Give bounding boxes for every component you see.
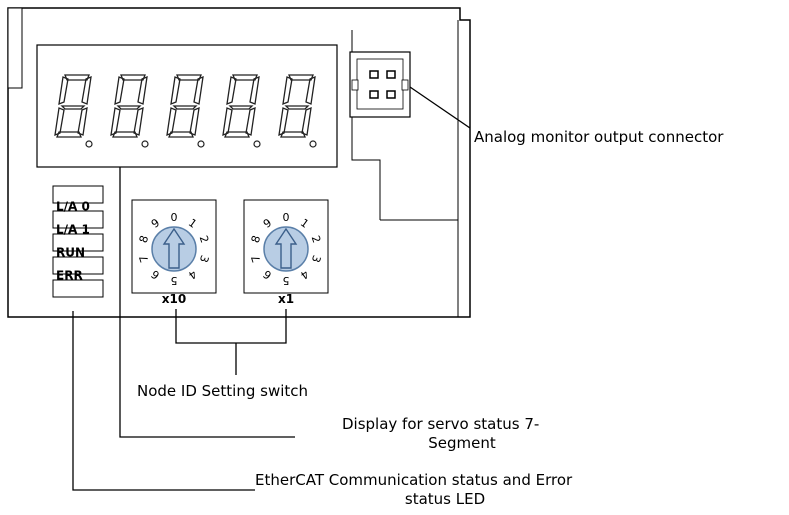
analog-monitor-connector <box>349 51 411 118</box>
seven-segment-digit <box>166 74 205 148</box>
segment <box>60 105 86 110</box>
segment <box>133 106 144 136</box>
led-label: RUN <box>56 246 85 260</box>
ethercat-callout-line1: EtherCAT Communication status and Error <box>255 471 573 489</box>
led-window <box>52 279 104 298</box>
dial-number: 3 <box>197 253 212 264</box>
segment <box>166 107 177 137</box>
seven-segment-digit <box>110 74 149 148</box>
analog-connector-leader <box>409 86 471 129</box>
segment <box>284 105 310 110</box>
node-id-leader <box>175 309 287 375</box>
segment <box>305 75 316 105</box>
dial-number: 7 <box>137 253 152 264</box>
seven-segment-digit <box>54 74 93 148</box>
decimal-point <box>253 140 261 148</box>
connector-pin <box>369 90 379 99</box>
dial-number: 5 <box>171 274 178 287</box>
seven-segment-digit <box>222 74 261 148</box>
segment <box>226 76 237 106</box>
dial-arrow-icon <box>274 227 298 269</box>
dial-number: 3 <box>309 253 324 264</box>
display-callout-line2: Segment <box>428 434 496 452</box>
led-label: ERR <box>56 269 83 283</box>
dial-number: 2 <box>309 234 324 245</box>
segment <box>301 106 312 136</box>
segment <box>245 106 256 136</box>
leader-lines <box>72 86 471 491</box>
segment <box>170 76 181 106</box>
segment <box>77 106 88 136</box>
led-window <box>52 256 104 275</box>
led-label: L/A 0 <box>56 200 90 214</box>
segment <box>114 76 125 106</box>
display-callout-line1: Display for servo status 7- <box>342 415 539 433</box>
seven-segment-digit <box>278 74 317 148</box>
segment <box>282 76 293 106</box>
dial-number: 0 <box>171 211 178 224</box>
segment <box>172 105 198 110</box>
connector-pin <box>369 70 379 79</box>
segment <box>222 107 233 137</box>
dial-number: 8 <box>249 234 264 245</box>
segment <box>278 107 289 137</box>
led-window <box>52 210 104 229</box>
segment <box>249 75 260 105</box>
segment <box>54 107 65 137</box>
decimal-point <box>197 140 205 148</box>
dial-number: 0 <box>283 211 290 224</box>
ethercat-leader <box>72 311 255 491</box>
led-window <box>52 233 104 252</box>
led-window <box>52 185 104 204</box>
decimal-point <box>85 140 93 148</box>
switch-label: x10 <box>162 292 186 306</box>
dial-number: 5 <box>283 274 290 287</box>
dial-number: 8 <box>137 234 152 245</box>
analog-connector-callout: Analog monitor output connector <box>474 128 724 146</box>
segment <box>193 75 204 105</box>
connector-pin <box>386 90 396 99</box>
decimal-point <box>309 140 317 148</box>
segment <box>58 76 69 106</box>
seven-segment-display <box>36 44 338 168</box>
display-leader <box>119 167 295 438</box>
status-led-stack: L/A 0 L/A 1 RUN ERR <box>52 185 104 298</box>
segment <box>110 107 121 137</box>
node-id-callout: Node ID Setting switch <box>137 382 308 400</box>
dial-number: 7 <box>249 253 264 264</box>
decimal-point <box>141 140 149 148</box>
segment <box>189 106 200 136</box>
segment <box>137 75 148 105</box>
ethercat-callout-line2: status LED <box>405 490 485 508</box>
led-label: L/A 1 <box>56 223 90 237</box>
dial-arrow-icon <box>162 227 186 269</box>
segment <box>228 105 254 110</box>
dial-number: 2 <box>197 234 212 245</box>
switch-label: x1 <box>278 292 294 306</box>
segment <box>116 105 142 110</box>
connector-pin <box>386 70 396 79</box>
segment <box>81 75 92 105</box>
